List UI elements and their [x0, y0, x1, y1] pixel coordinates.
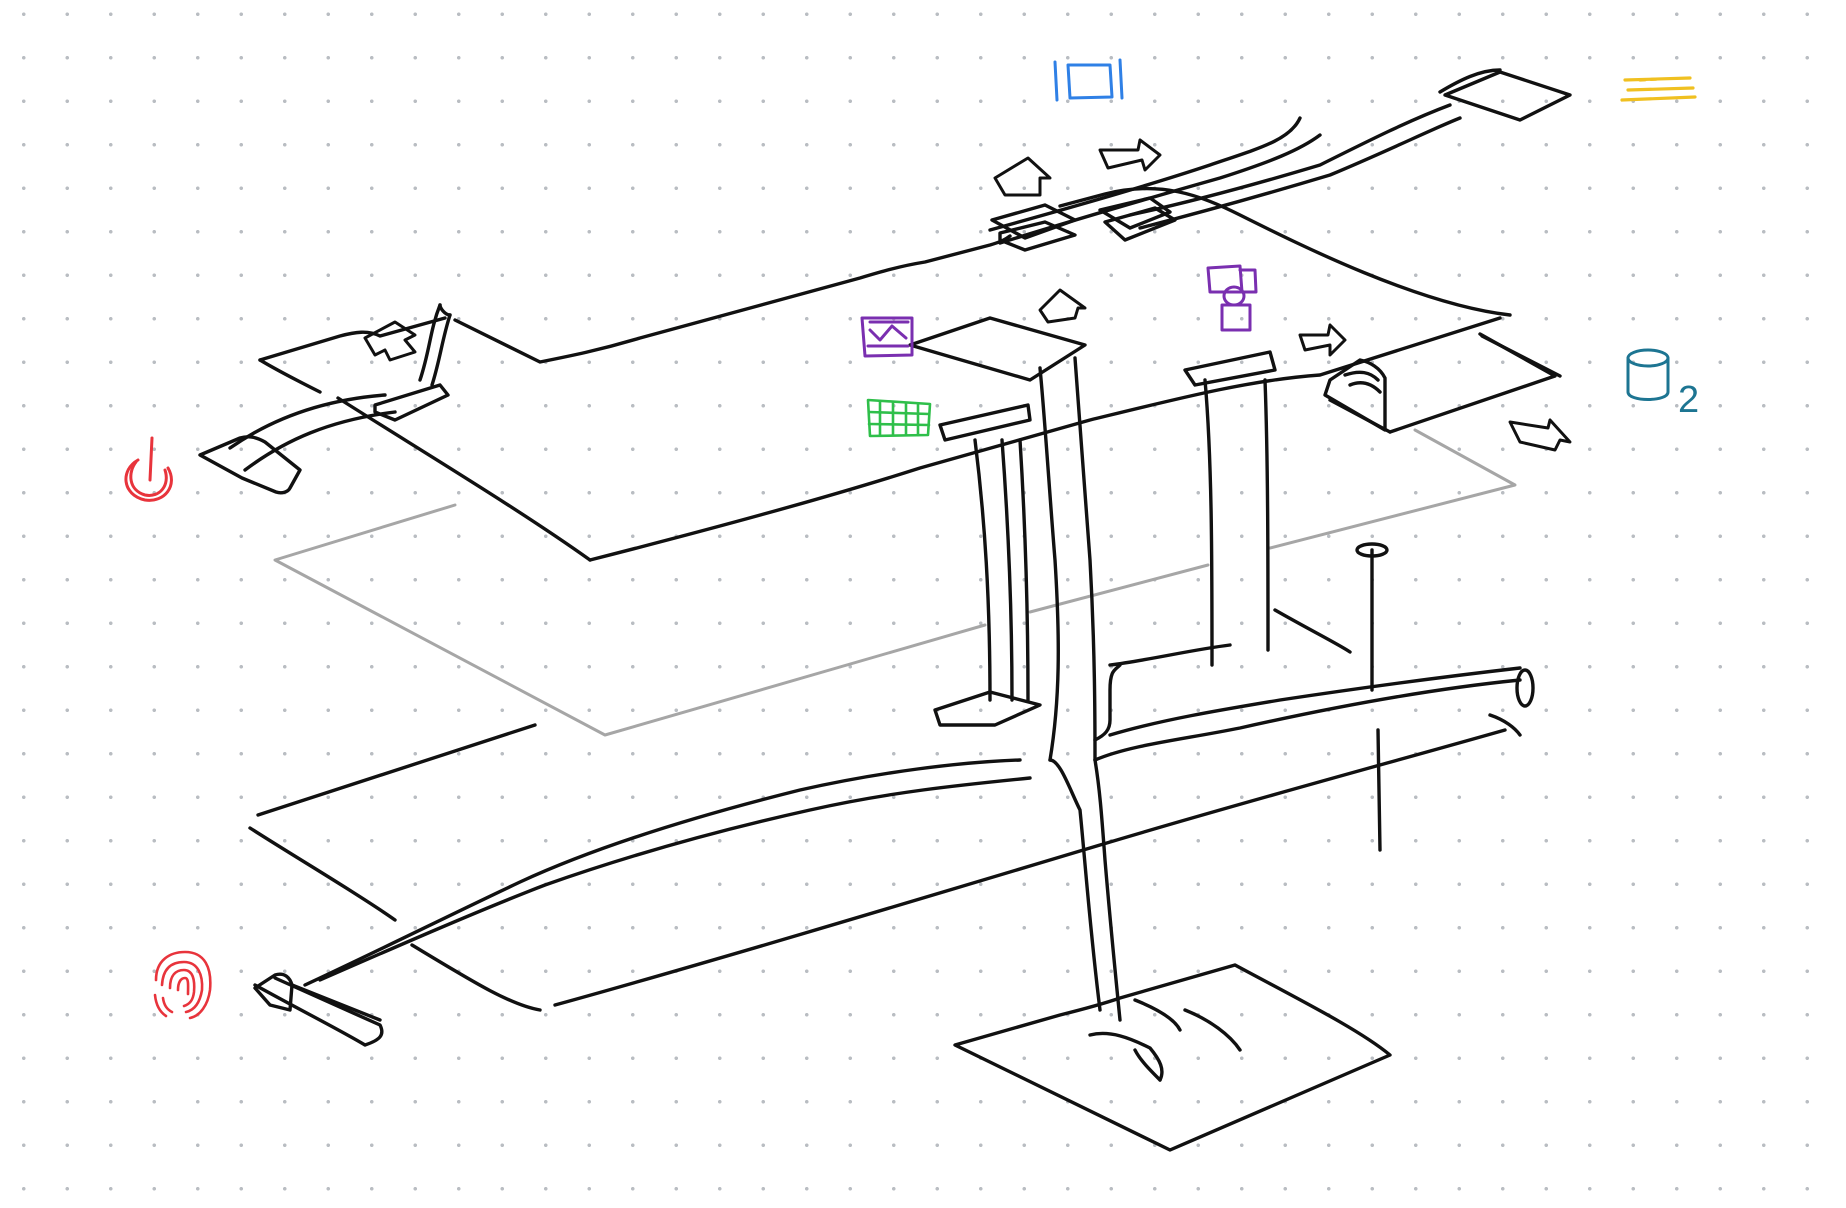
- bottom-board: [248, 608, 1507, 1012]
- display-icon: [1053, 58, 1124, 102]
- lines-icon: [1620, 76, 1697, 102]
- camera-stack-icon: [1206, 264, 1258, 332]
- bottom-pad: [953, 963, 1392, 1152]
- ribbon-cables: [198, 68, 1572, 1047]
- o2-sensor-icon: 2: [1626, 348, 1699, 421]
- grid-board-icon: [866, 398, 932, 438]
- middle-board-outline: [273, 428, 1517, 737]
- o2-subscript-label: 2: [1678, 379, 1699, 421]
- power-icon: [124, 436, 173, 502]
- direction-arrows: [363, 138, 1572, 452]
- camera-module-icon: [860, 316, 914, 358]
- fingerprint-icon: [153, 950, 212, 1020]
